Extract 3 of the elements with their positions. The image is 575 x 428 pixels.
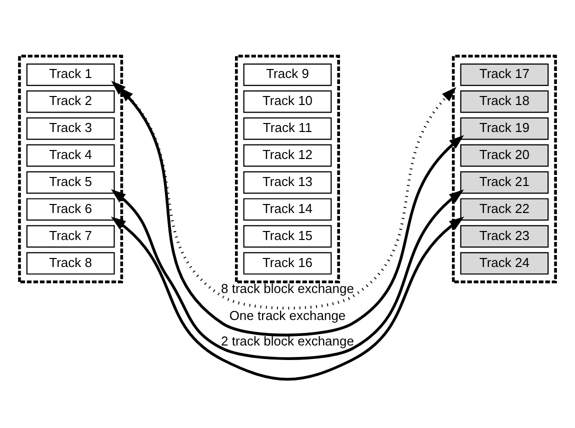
edge-label: 8 track block exchange [221,281,354,296]
edge-label: One track exchange [229,308,346,324]
edge-label: 2 track block exchange [221,333,354,348]
